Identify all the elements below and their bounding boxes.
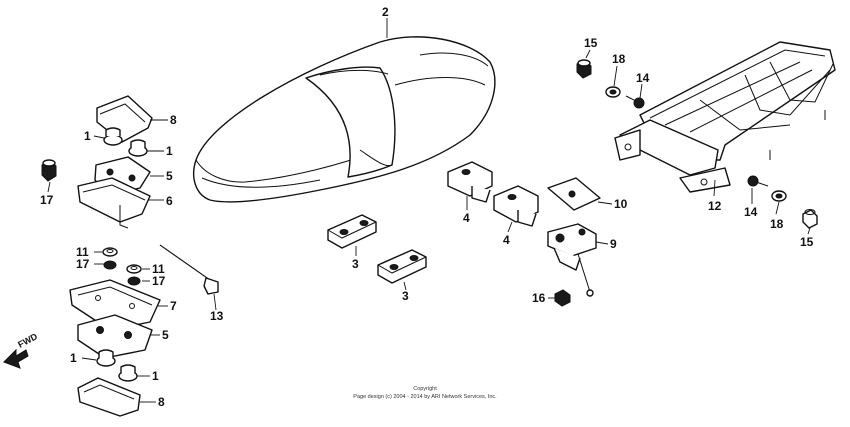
collar-1-lower-right[interactable]: [118, 364, 138, 382]
collar-1-lower-left[interactable]: [96, 349, 116, 367]
callout-1-lower-right: 1: [152, 369, 159, 383]
nut-17-left[interactable]: [103, 260, 117, 270]
collar-1-upper-right[interactable]: [128, 139, 148, 157]
callout-7: 7: [170, 299, 177, 313]
hinge-4-right[interactable]: [493, 185, 539, 227]
bolt-13[interactable]: [159, 244, 219, 295]
callout-1-upper-left: 1: [84, 129, 91, 143]
callout-5-lower: 5: [162, 328, 169, 342]
callout-1-lower-left: 1: [70, 351, 77, 365]
bolt-14-lower[interactable]: [747, 175, 769, 187]
bracket-5-lower[interactable]: [77, 314, 153, 359]
cap-nut-15-lower[interactable]: [802, 209, 818, 229]
forward-arrow: FWD: [3, 331, 39, 369]
callout-6: 6: [166, 194, 173, 208]
copyright-line-2: Page design (c) 2004 - 2014 by ARI Netwo…: [353, 394, 497, 400]
leader-lines: [47, 18, 811, 403]
bracket-7[interactable]: [69, 279, 161, 331]
callout-4-left: 4: [463, 211, 470, 225]
callout-11-left: 11: [76, 245, 89, 259]
callout-17-right: 17: [152, 274, 166, 288]
callout-5-upper: 5: [166, 169, 173, 183]
washer-11-left[interactable]: [102, 247, 118, 257]
bracket-8-upper[interactable]: [96, 95, 153, 143]
callout-3-upper: 3: [352, 257, 359, 271]
collar-1-upper-left[interactable]: [103, 127, 123, 146]
copyright-line-1: Copyright: [413, 386, 437, 392]
callout-15-upper: 15: [584, 36, 598, 50]
callout-17-left: 17: [76, 257, 90, 271]
hinge-4-left[interactable]: [447, 161, 493, 203]
callout-8-upper: 8: [170, 113, 177, 127]
bracket-8-lower[interactable]: [77, 377, 141, 417]
callout-14-lower: 14: [744, 205, 758, 219]
callout-2: 2: [382, 5, 389, 19]
callout-16: 16: [532, 291, 546, 305]
bolt-14-upper[interactable]: [625, 95, 645, 109]
bracket-6[interactable]: [77, 177, 151, 229]
rubber-3-lower[interactable]: [377, 249, 427, 284]
nut-17-right[interactable]: [127, 276, 141, 286]
cap-nut-15-upper[interactable]: [576, 59, 592, 79]
callout-9: 9: [610, 237, 617, 251]
fwd-label: FWD: [16, 331, 39, 350]
rear-carrier[interactable]: [614, 41, 836, 193]
callout-10: 10: [614, 197, 628, 211]
callout-8-lower: 8: [158, 395, 165, 409]
seat-lock-9[interactable]: [547, 223, 597, 297]
plate-10[interactable]: [547, 177, 601, 211]
nut-16[interactable]: [554, 289, 571, 307]
rubber-3-upper[interactable]: [327, 214, 377, 249]
seat[interactable]: [192, 36, 496, 203]
washer-18-upper[interactable]: [605, 86, 621, 98]
callout-11-right: 11: [152, 262, 165, 276]
callout-12: 12: [708, 199, 722, 213]
washer-18-lower[interactable]: [771, 190, 787, 202]
callout-3-lower: 3: [402, 289, 409, 303]
callout-4-right: 4: [503, 233, 510, 247]
callout-13: 13: [210, 309, 224, 323]
callout-18-upper: 18: [612, 52, 626, 66]
copyright-block: Copyright Page design (c) 2004 - 2014 by…: [353, 386, 497, 400]
callout-15-lower: 15: [800, 235, 814, 249]
callout-1-upper-right: 1: [166, 144, 173, 158]
callout-18-lower: 18: [770, 217, 784, 231]
callout-17-upper: 17: [40, 193, 54, 207]
callout-labels: 2 8 1 1 5 6 17 11 17 11 17 7 5 13 1 1 8 …: [40, 5, 814, 409]
nut-17-upper[interactable]: [41, 159, 57, 182]
washer-11-right[interactable]: [126, 264, 142, 274]
callout-14-upper: 14: [636, 71, 650, 85]
